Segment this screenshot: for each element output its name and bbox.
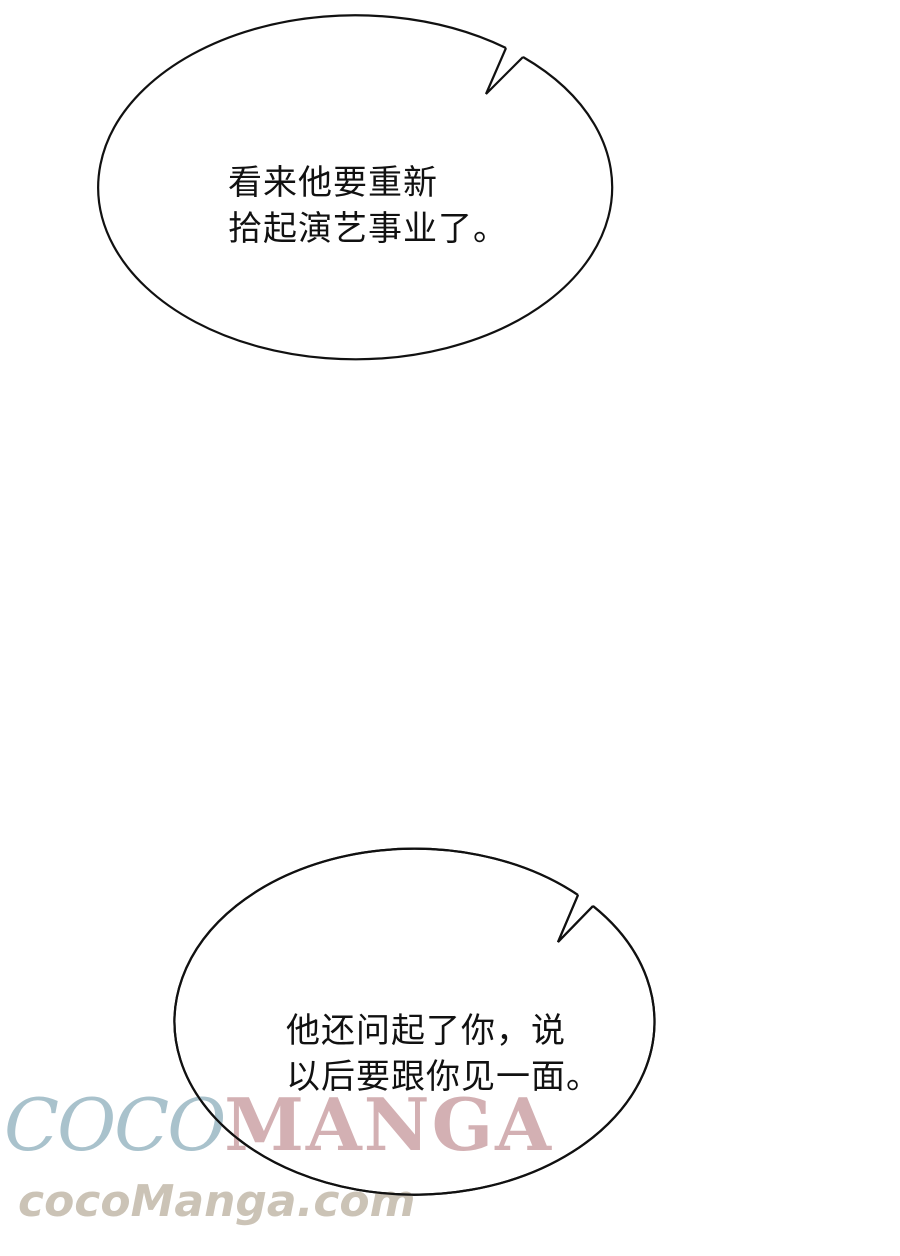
bubble-1-line-2: 拾起演艺事业了。 (228, 209, 508, 249)
speech-bubble-2-text: 他还问起了你，说以后要跟你见一面。 (286, 1008, 601, 1100)
speech-bubble-1-text: 看来他要重新拾起演艺事业了。 (228, 160, 508, 252)
speech-bubble-1 (97, 14, 614, 361)
bubble-2-line-2: 以后要跟你见一面。 (286, 1057, 601, 1097)
bubble-1-line-1: 看来他要重新 (228, 163, 438, 203)
watermark-url: cocoManga.com (18, 1176, 416, 1227)
watermark-logo-coco: COCO (4, 1083, 226, 1167)
bubble-2-line-1: 他还问起了你，说 (286, 1011, 566, 1051)
watermark-logo: COCOMANGA (4, 1082, 553, 1167)
watermark-logo-manga: MANGA (224, 1082, 553, 1167)
